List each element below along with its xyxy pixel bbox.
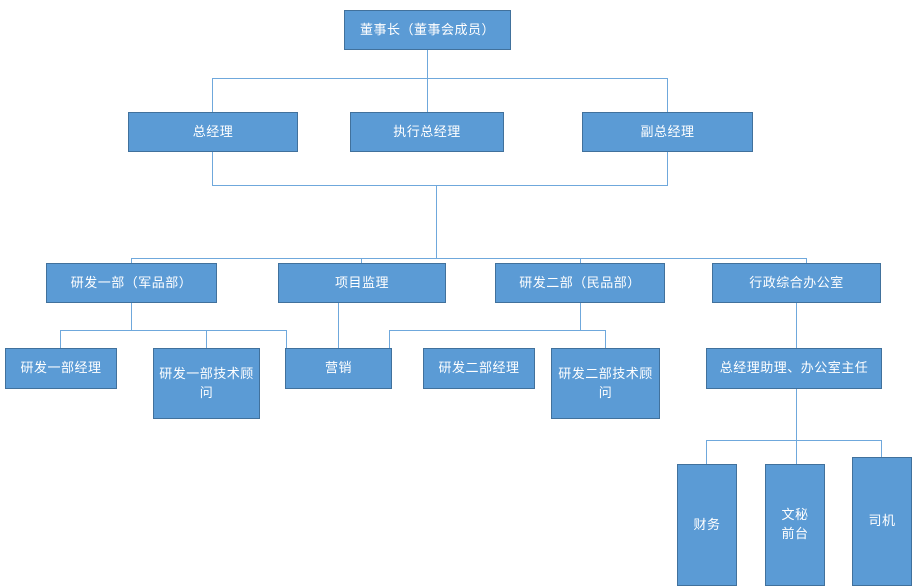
connector-bottom-bus <box>706 440 881 441</box>
connector-rd2-stem <box>580 303 581 330</box>
node-admin-office-label: 行政综合办公室 <box>749 274 844 290</box>
connector-to-rd1 <box>131 258 132 264</box>
node-rd2[interactable]: 研发二部（民品部） <box>495 263 665 303</box>
node-marketing-label: 营销 <box>324 360 352 376</box>
node-rd2-label: 研发二部（民品部） <box>519 274 641 290</box>
connector-mid-bus <box>212 185 668 186</box>
connector-deputy-gm-stem <box>667 152 668 185</box>
connector-to-finance <box>706 440 707 464</box>
node-rd1-manager[interactable]: 研发一部经理 <box>5 348 117 389</box>
connector-row1-bus <box>212 78 668 79</box>
connector-rd1-to-marketing <box>286 330 287 348</box>
connector-to-driver <box>881 440 882 464</box>
node-secretary[interactable]: 文秘 前台 <box>765 464 825 586</box>
node-gm-assistant-label: 总经理助理、办公室主任 <box>719 360 869 376</box>
node-gm[interactable]: 总经理 <box>128 112 298 152</box>
node-chairman-label: 董事长（董事会成员） <box>359 21 495 37</box>
node-marketing[interactable]: 营销 <box>285 348 392 389</box>
node-rd2-advisor[interactable]: 研发二部技术顾问 <box>551 348 660 419</box>
node-driver[interactable]: 司机 <box>852 457 912 586</box>
node-pm-super-label: 项目监理 <box>334 274 389 290</box>
node-secretary-label: 文秘 前台 <box>781 507 809 541</box>
node-exec-gm[interactable]: 执行总经理 <box>350 112 504 152</box>
node-exec-gm-label: 执行总经理 <box>393 123 461 139</box>
node-gm-label: 总经理 <box>192 123 234 139</box>
connector-to-admin <box>806 258 807 264</box>
node-deputy-gm[interactable]: 副总经理 <box>582 112 753 152</box>
node-rd2-manager[interactable]: 研发二部经理 <box>423 348 535 389</box>
node-finance[interactable]: 财务 <box>677 464 737 586</box>
node-chairman[interactable]: 董事长（董事会成员） <box>344 10 511 50</box>
connector-chairman-stem <box>427 50 428 78</box>
connector-rd2-bus <box>389 330 605 331</box>
node-rd1[interactable]: 研发一部（军品部） <box>46 263 217 303</box>
node-rd1-manager-label: 研发一部经理 <box>20 360 102 376</box>
node-finance-label: 财务 <box>693 516 721 532</box>
node-deputy-gm-label: 副总经理 <box>640 123 695 139</box>
node-rd1-advisor-label: 研发一部技术顾问 <box>159 365 254 400</box>
connector-to-secretary <box>796 440 797 464</box>
connector-to-rd1-advisor <box>206 330 207 348</box>
node-admin-office[interactable]: 行政综合办公室 <box>712 263 881 303</box>
connector-gm-stem <box>212 152 213 185</box>
connector-to-pm-super <box>361 258 362 264</box>
connector-to-rd2-manager <box>389 330 390 348</box>
connector-pm-super-stem <box>338 303 339 348</box>
connector-admin-stem <box>796 303 797 348</box>
connector-to-rd1-manager <box>60 330 61 348</box>
connector-rd1-bus <box>60 330 286 331</box>
connector-row2-bus <box>131 258 807 259</box>
connector-gm-assistant-stem <box>796 389 797 440</box>
node-pm-super[interactable]: 项目监理 <box>278 263 446 303</box>
node-rd1-advisor[interactable]: 研发一部技术顾问 <box>153 348 260 419</box>
connector-to-deputy-gm <box>667 78 668 112</box>
node-gm-assistant[interactable]: 总经理助理、办公室主任 <box>706 348 882 389</box>
node-rd2-manager-label: 研发二部经理 <box>438 360 520 376</box>
connector-to-gm <box>212 78 213 112</box>
connector-to-exec-gm <box>427 78 428 112</box>
connector-to-rd2-advisor <box>605 330 606 348</box>
node-rd2-advisor-label: 研发二部技术顾问 <box>558 365 653 400</box>
connector-rd1-stem <box>131 303 132 330</box>
node-rd1-label: 研发一部（军品部） <box>70 274 193 290</box>
connector-to-rd2 <box>580 258 581 264</box>
connector-mid-drop <box>436 185 437 258</box>
node-driver-label: 司机 <box>868 513 896 529</box>
